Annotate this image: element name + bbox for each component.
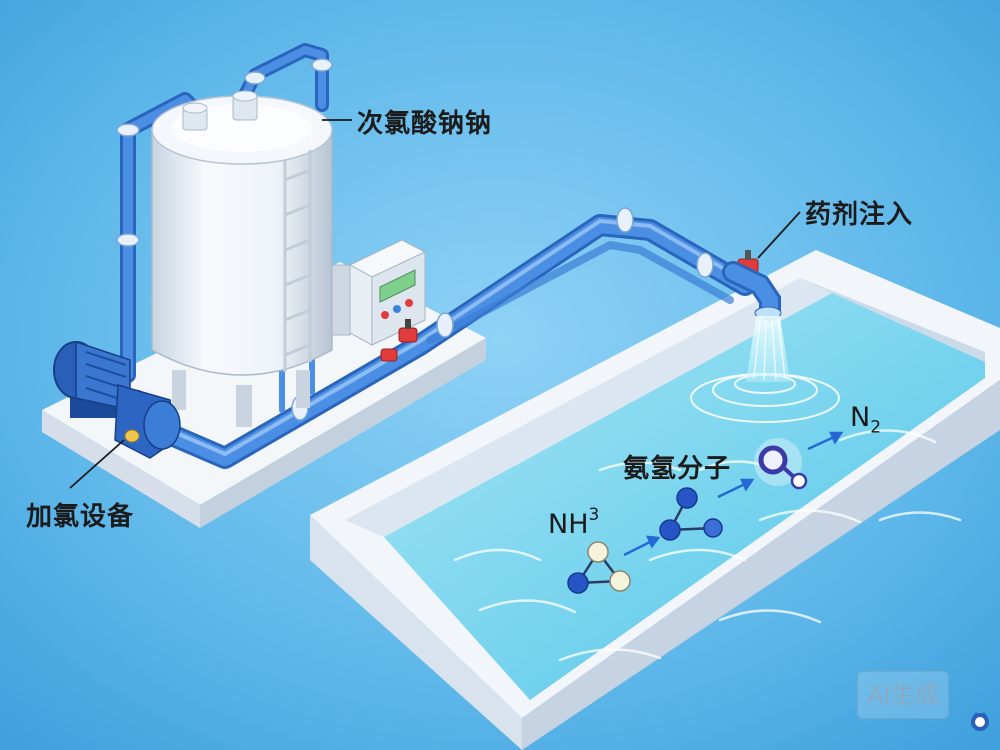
label-chlorination-equipment: 加氯设备 (26, 502, 135, 532)
nh3-base: NH (548, 509, 589, 540)
label-n2: N2 (850, 402, 881, 437)
water-pool (310, 250, 1000, 750)
brand-logo (968, 710, 992, 744)
label-dosing-injection: 药剂注入 (805, 200, 914, 230)
n2-molecule (754, 438, 808, 490)
reaction-molecules (567, 431, 844, 594)
n2-subscript: 2 (870, 417, 882, 438)
pipe-network (120, 43, 756, 469)
nh3-superscript: 3 (588, 505, 600, 525)
intermediate-molecule (659, 487, 723, 541)
label-sodium-hypochlorite: 次氯酸钠钠 (357, 109, 493, 139)
n2-base: N (850, 402, 871, 433)
label-nh3: NH3 (548, 505, 600, 540)
label-ammonia-molecule: 氨氢分子 (623, 454, 732, 484)
control-panel (331, 239, 427, 346)
brand-logo-icon (971, 712, 989, 731)
leader-lines (69, 119, 801, 489)
outlet-nozzle (722, 261, 790, 382)
ai-generated-badge: AI生成 (857, 671, 949, 719)
nh3-molecule (567, 541, 631, 594)
hypochlorite-tank (151, 90, 333, 427)
dosing-pump (53, 340, 181, 459)
